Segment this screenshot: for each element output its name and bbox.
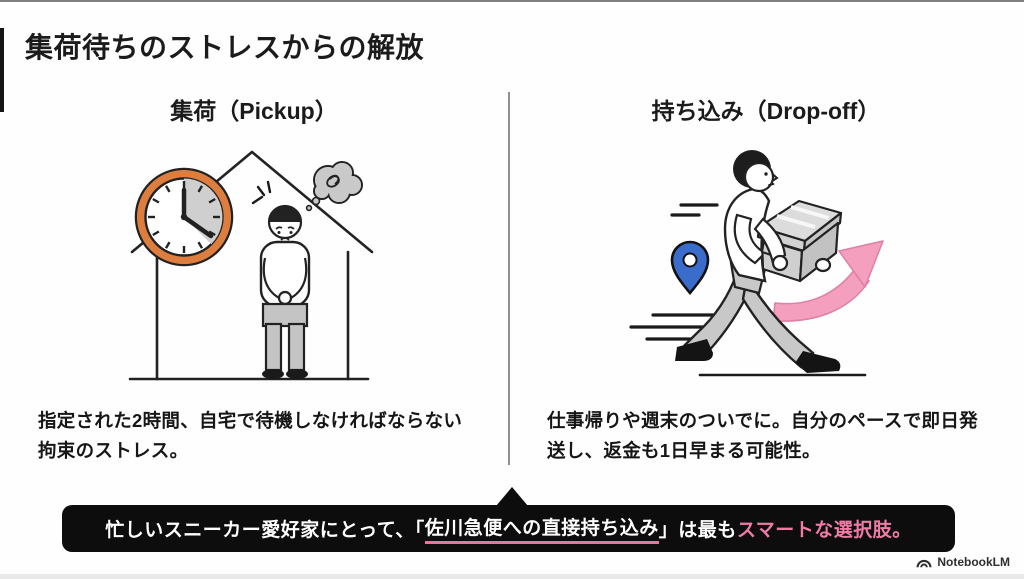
pickup-description-line1: 指定された2時間、自宅で待機しなければならない xyxy=(38,410,463,431)
left-column-header: 集荷（Pickup） xyxy=(170,98,338,124)
pickup-description: 指定された2時間、自宅で待機しなければならない 拘束のストレス。 xyxy=(38,406,462,466)
dropoff-illustration xyxy=(629,150,884,377)
left-edge-artifact xyxy=(0,28,4,112)
up-trend-arrow-icon xyxy=(772,240,884,322)
walking-person-icon xyxy=(675,150,843,373)
notebooklm-logo-icon xyxy=(916,559,932,568)
thought-bubble-icon xyxy=(305,161,363,212)
right-column-header: 持ち込み（Drop-off） xyxy=(651,98,881,124)
conclusion-banner: 忙しいスニーカー愛好家にとって、「佐川急便への直接持ち込み」は最もスマートな選択… xyxy=(62,505,955,552)
location-pin-icon xyxy=(670,240,710,296)
pickup-illustration xyxy=(128,150,374,381)
bottom-edge-strip xyxy=(0,574,1024,579)
wall-clock-icon xyxy=(134,167,234,267)
dropoff-description-line2: 送し、返金も1日早まる可能性。 xyxy=(547,440,821,461)
banner-pointer-arrow xyxy=(496,487,528,506)
watermark-label: NotebookLM xyxy=(937,555,1010,569)
dropoff-description-line1: 仕事帰りや週末のついでに。自分のペースで即日発 xyxy=(547,410,978,431)
page-title: 集荷待ちのストレスからの解放 xyxy=(25,32,425,63)
stress-marks-icon xyxy=(251,180,272,205)
banner-text-prefix: 忙しいスニーカー愛好家にとって、「 xyxy=(105,520,425,541)
top-edge-line xyxy=(0,0,1024,2)
watermark: NotebookLM xyxy=(916,555,1010,569)
column-divider xyxy=(508,92,510,465)
banner-text-underlined: 佐川急便への直接持ち込み xyxy=(424,513,659,544)
pickup-description-line2: 拘束のストレス。 xyxy=(38,440,189,461)
waiting-person-icon xyxy=(259,204,311,379)
banner-text-middle: 」は最も xyxy=(658,520,737,541)
banner-text-highlight: スマートな選択肢。 xyxy=(736,520,912,541)
dropoff-description: 仕事帰りや週末のついでに。自分のペースで即日発 送し、返金も1日早まる可能性。 xyxy=(547,406,978,466)
